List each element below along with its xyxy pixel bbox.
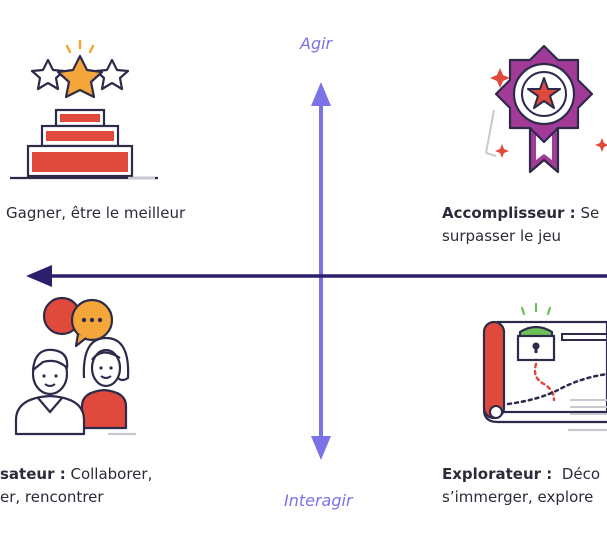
caption-bottom-left: sateur : Collaborer, er, rencontrer bbox=[0, 463, 152, 509]
caption-top-right-line2: surpasser le jeu bbox=[442, 227, 562, 245]
caption-top-right: Accomplisseur : Se surpasser le jeu bbox=[442, 202, 599, 248]
axis-label-bottom: Interagir bbox=[284, 491, 353, 510]
caption-top-left: Gagner, être le meilleur bbox=[6, 204, 186, 222]
caption-bottom-right-line2: s’immerger, explore bbox=[442, 488, 594, 506]
medal-badge-icon bbox=[485, 44, 607, 174]
vertical-axis-arrow-down bbox=[311, 436, 331, 460]
caption-bottom-right-line1: Déco bbox=[552, 465, 601, 483]
caption-bottom-right-title: Explorateur : bbox=[442, 465, 553, 483]
horizontal-axis-arrow-left bbox=[26, 265, 52, 287]
axis-label-top: Agir bbox=[300, 34, 333, 53]
vertical-axis-arrow-up bbox=[311, 82, 331, 106]
trophy-podium-icon bbox=[10, 39, 158, 180]
treasure-map-icon bbox=[482, 302, 607, 432]
caption-bottom-left-line1: Collaborer, bbox=[65, 465, 153, 483]
caption-bottom-left-title: sateur : bbox=[0, 465, 66, 483]
caption-bottom-left-line2: er, rencontrer bbox=[0, 488, 104, 506]
caption-top-right-title: Accomplisseur : bbox=[442, 204, 576, 222]
caption-top-right-line1: Se bbox=[575, 204, 600, 222]
two-people-chat-icon bbox=[14, 296, 136, 436]
caption-bottom-right: Explorateur : Déco s’immerger, explore bbox=[442, 463, 600, 509]
